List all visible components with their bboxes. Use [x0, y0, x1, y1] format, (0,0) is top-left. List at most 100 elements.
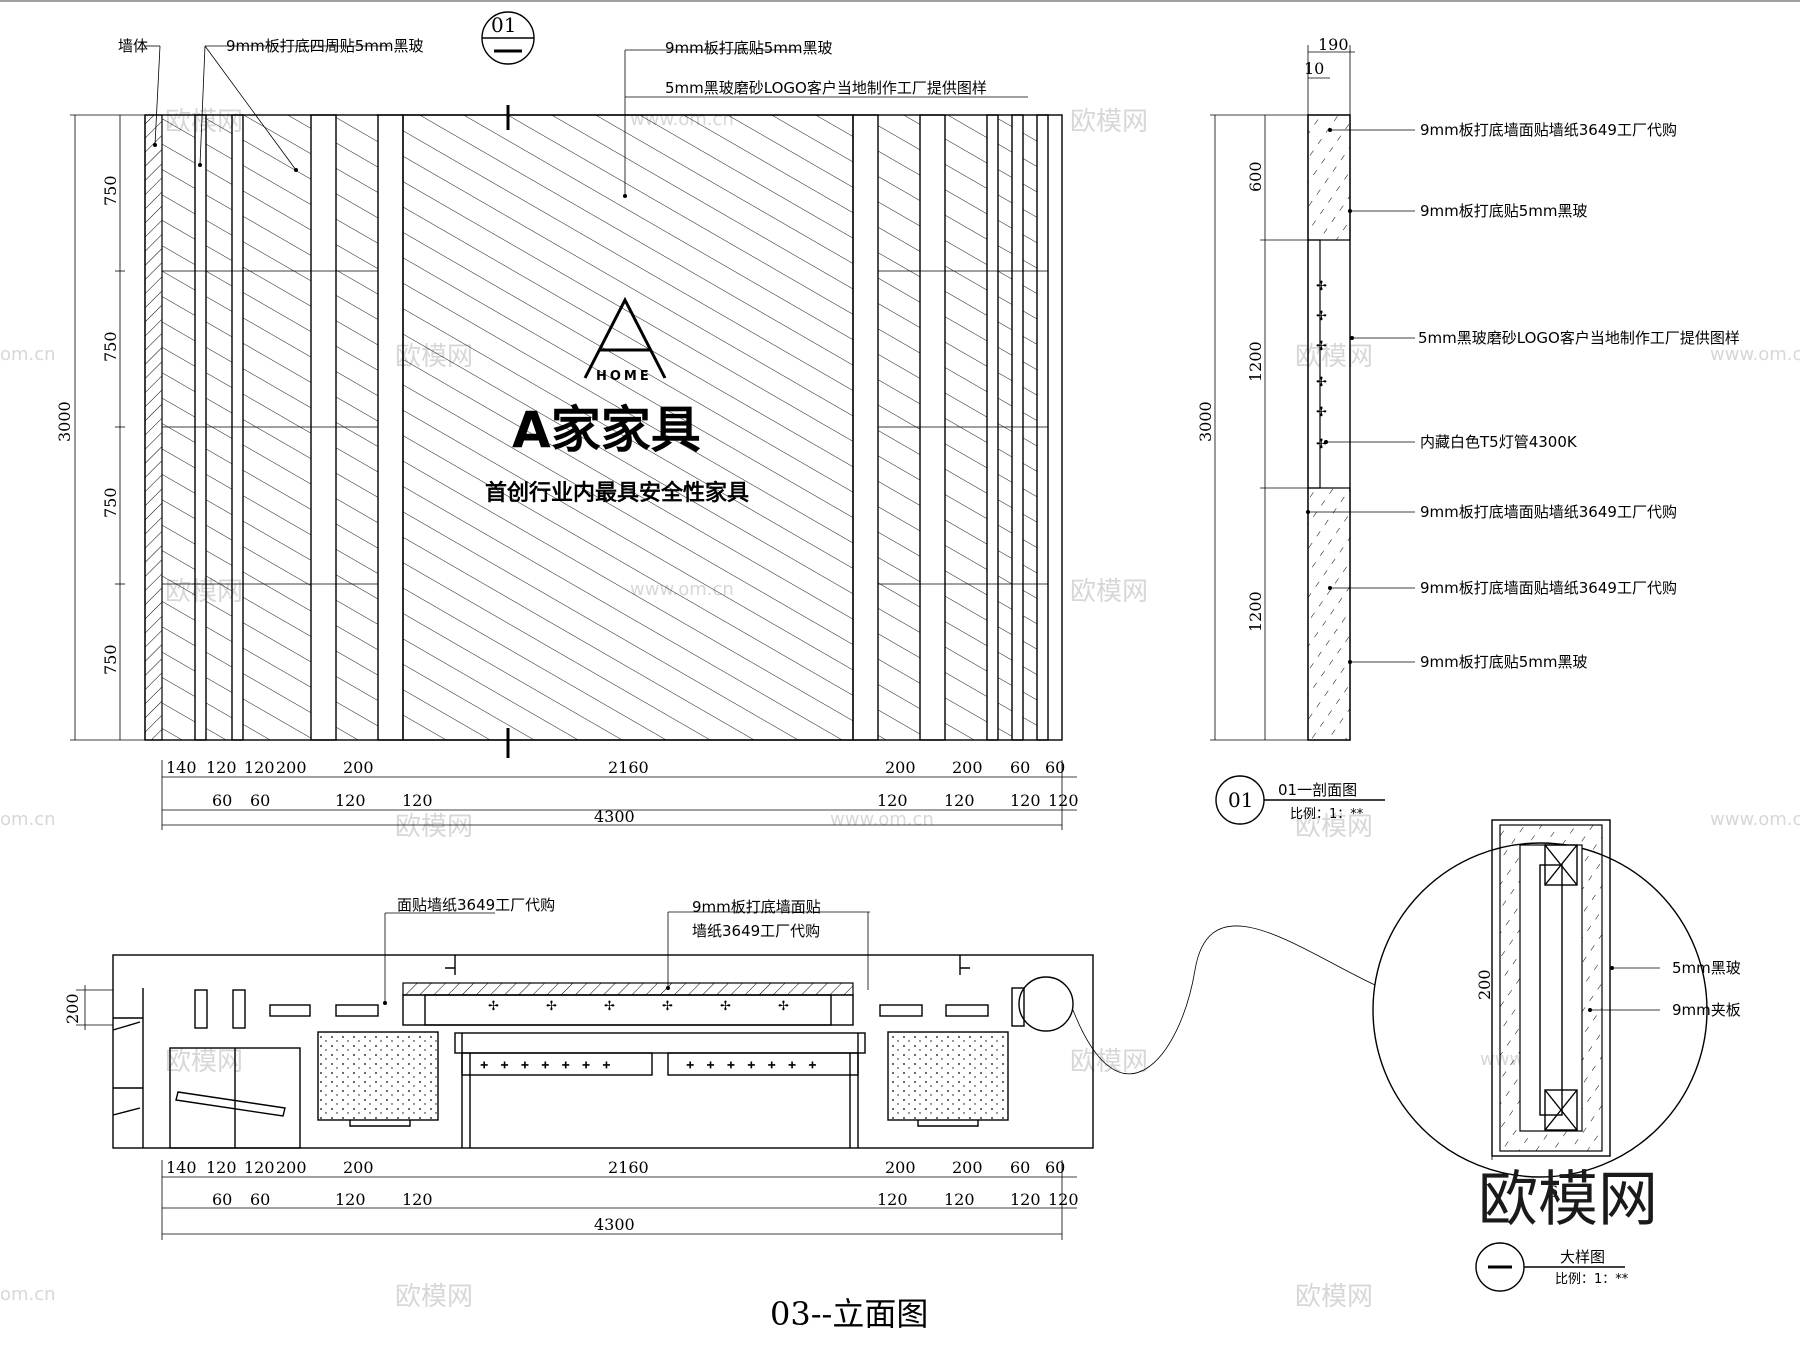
watermark-site: www.om.cn	[1710, 344, 1800, 365]
svg-text:+++++++: +++++++	[480, 1060, 623, 1071]
elevation-width: 60	[1010, 758, 1030, 777]
plan-width: 200	[885, 1158, 916, 1177]
label-logo-glass: 5mm黑玻磨砂LOGO客户当地制作工厂提供图样	[665, 79, 987, 97]
plan-label-board-2: 墙纸3649工厂代购	[692, 922, 820, 940]
section-height: 600	[1246, 161, 1265, 192]
detail-view: 200 5mm黑玻 9mm夹板 6 欧模网 大样图 比例：1：**	[1372, 819, 1741, 1292]
plan-planter	[887, 1031, 1009, 1121]
plan-width: 120	[1010, 1190, 1041, 1209]
plan-width: 60	[250, 1190, 270, 1209]
plan-label-wallpaper: 面贴墙纸3649工厂代购	[397, 896, 555, 914]
detail-scale: 比例：1：**	[1555, 1272, 1629, 1287]
panel-strip	[1036, 114, 1049, 741]
section-label: 9mm板打底贴5mm黑玻	[1420, 653, 1588, 671]
elevation-view: HOME A家家具 首创行业内最具安全性家具 01 墙体 9mm板打底四周贴5m…	[55, 11, 1079, 830]
elevation-width: 2160	[608, 758, 649, 777]
plan-frame	[112, 954, 1094, 1149]
svg-text:✢: ✢	[546, 999, 557, 1014]
brand-name: A家家具	[512, 401, 701, 459]
section-label: 内藏白色T5灯管4300K	[1420, 433, 1578, 451]
detail-partial-dim: 6	[1548, 1182, 1558, 1201]
sheet-title: 03--立面图	[770, 1295, 928, 1333]
elevation-width: 120	[244, 758, 275, 777]
svg-text:✢: ✢	[1316, 437, 1327, 452]
elevation-width: 120	[877, 791, 908, 810]
elevation-width: 120	[1010, 791, 1041, 810]
label-wall: 墙体	[118, 37, 148, 55]
plan-width: 2160	[608, 1158, 649, 1177]
watermark-site: www.om.cn	[830, 809, 934, 830]
elevation-height: 750	[101, 331, 120, 362]
plan-width: 120	[944, 1190, 975, 1209]
plan-width: 120	[244, 1158, 275, 1177]
plan-width: 120	[402, 1190, 433, 1209]
elevation-width: 120	[335, 791, 366, 810]
watermark-site: om.cn	[0, 344, 56, 365]
panel-strip	[919, 114, 946, 741]
watermark-site: www.om.cn	[1710, 809, 1800, 830]
elevation-width: 60	[212, 791, 232, 810]
logo-word: HOME	[596, 369, 652, 384]
label-board-glass: 9mm板打底贴5mm黑玻	[665, 39, 833, 57]
plan-lamps: ✢ ✢ ✢ ✢ ✢ ✢	[488, 999, 789, 1014]
central-glass-panel	[402, 114, 854, 741]
svg-text:✢: ✢	[1316, 309, 1327, 324]
plan-slot	[1011, 987, 1025, 1027]
callout-number: 01	[491, 13, 516, 37]
plan-label-board-1: 9mm板打底墙面贴	[692, 898, 821, 916]
detail-cavity	[1519, 844, 1583, 1132]
plan-sofa-back	[454, 1032, 866, 1054]
elevation-height: 750	[101, 487, 120, 518]
svg-text:+++++++: +++++++	[686, 1060, 829, 1071]
watermark-logo: 欧模网	[1478, 1165, 1658, 1235]
elevation-width: 120	[206, 758, 237, 777]
plan-slot	[232, 989, 246, 1029]
plan-width: 120	[206, 1158, 237, 1177]
watermark: 欧模网	[1295, 812, 1373, 842]
svg-text:✢: ✢	[604, 999, 615, 1014]
panel-strip	[986, 114, 999, 741]
section-top-block	[1307, 114, 1351, 241]
watermark: 欧模网	[1070, 577, 1148, 607]
watermark-site: om.cn	[0, 1284, 56, 1305]
plan-width: 200	[952, 1158, 983, 1177]
elevation-width: 120	[1048, 791, 1079, 810]
detail-title: 大样图	[1560, 1248, 1605, 1266]
watermark: 欧模网	[1295, 1282, 1373, 1312]
panel-strip	[852, 114, 879, 741]
elevation-width: 200	[952, 758, 983, 777]
detail-glass-label: 5mm黑玻	[1672, 959, 1741, 977]
watermark: 欧模网	[1070, 1047, 1148, 1077]
elevation-width: 60	[250, 791, 270, 810]
section-view: ✢ ✢ ✢ ✢ ✢ ✢ 190 10 3000 600 1200 1200	[1196, 35, 1740, 825]
plan-slot	[945, 1004, 989, 1017]
detail-plywood-label: 9mm夹板	[1672, 1001, 1741, 1019]
panel-strip	[231, 114, 244, 741]
plan-view: ✢ ✢ ✢ ✢ ✢ ✢ +++++++ +++++++ 面贴墙纸3649工厂代购…	[63, 896, 1376, 1240]
svg-text:✢: ✢	[1316, 339, 1327, 354]
plan-width: 120	[335, 1190, 366, 1209]
brand-slogan: 首创行业内最具安全性家具	[485, 480, 749, 506]
brand-logo: HOME	[583, 296, 667, 384]
elevation-width: 60	[1045, 758, 1065, 777]
elevation-height: 750	[101, 644, 120, 675]
plan-slot	[194, 989, 208, 1029]
svg-text:✢: ✢	[488, 999, 499, 1014]
watermark: 欧模网	[395, 812, 473, 842]
section-label: 5mm黑玻磨砂LOGO客户当地制作工厂提供图样	[1418, 329, 1740, 347]
section-height: 1200	[1246, 591, 1265, 632]
plan-sofa-stitching: +++++++ +++++++	[480, 1060, 829, 1072]
elevation-width: 140	[166, 758, 197, 777]
svg-text:✢: ✢	[1316, 405, 1327, 420]
plan-width-total: 4300	[594, 1215, 635, 1234]
panel-strip	[1011, 114, 1024, 741]
section-top-dim: 10	[1304, 59, 1324, 78]
elevation-width: 200	[276, 758, 307, 777]
label-board-edge-glass: 9mm板打底四周贴5mm黑玻	[226, 37, 424, 55]
t5-lamps: ✢ ✢ ✢ ✢ ✢ ✢	[1316, 279, 1327, 452]
watermark: 欧模网	[1070, 107, 1148, 137]
plan-depth: 200	[63, 993, 82, 1024]
plan-slot	[879, 1004, 923, 1017]
watermark: 欧模网	[395, 1282, 473, 1312]
